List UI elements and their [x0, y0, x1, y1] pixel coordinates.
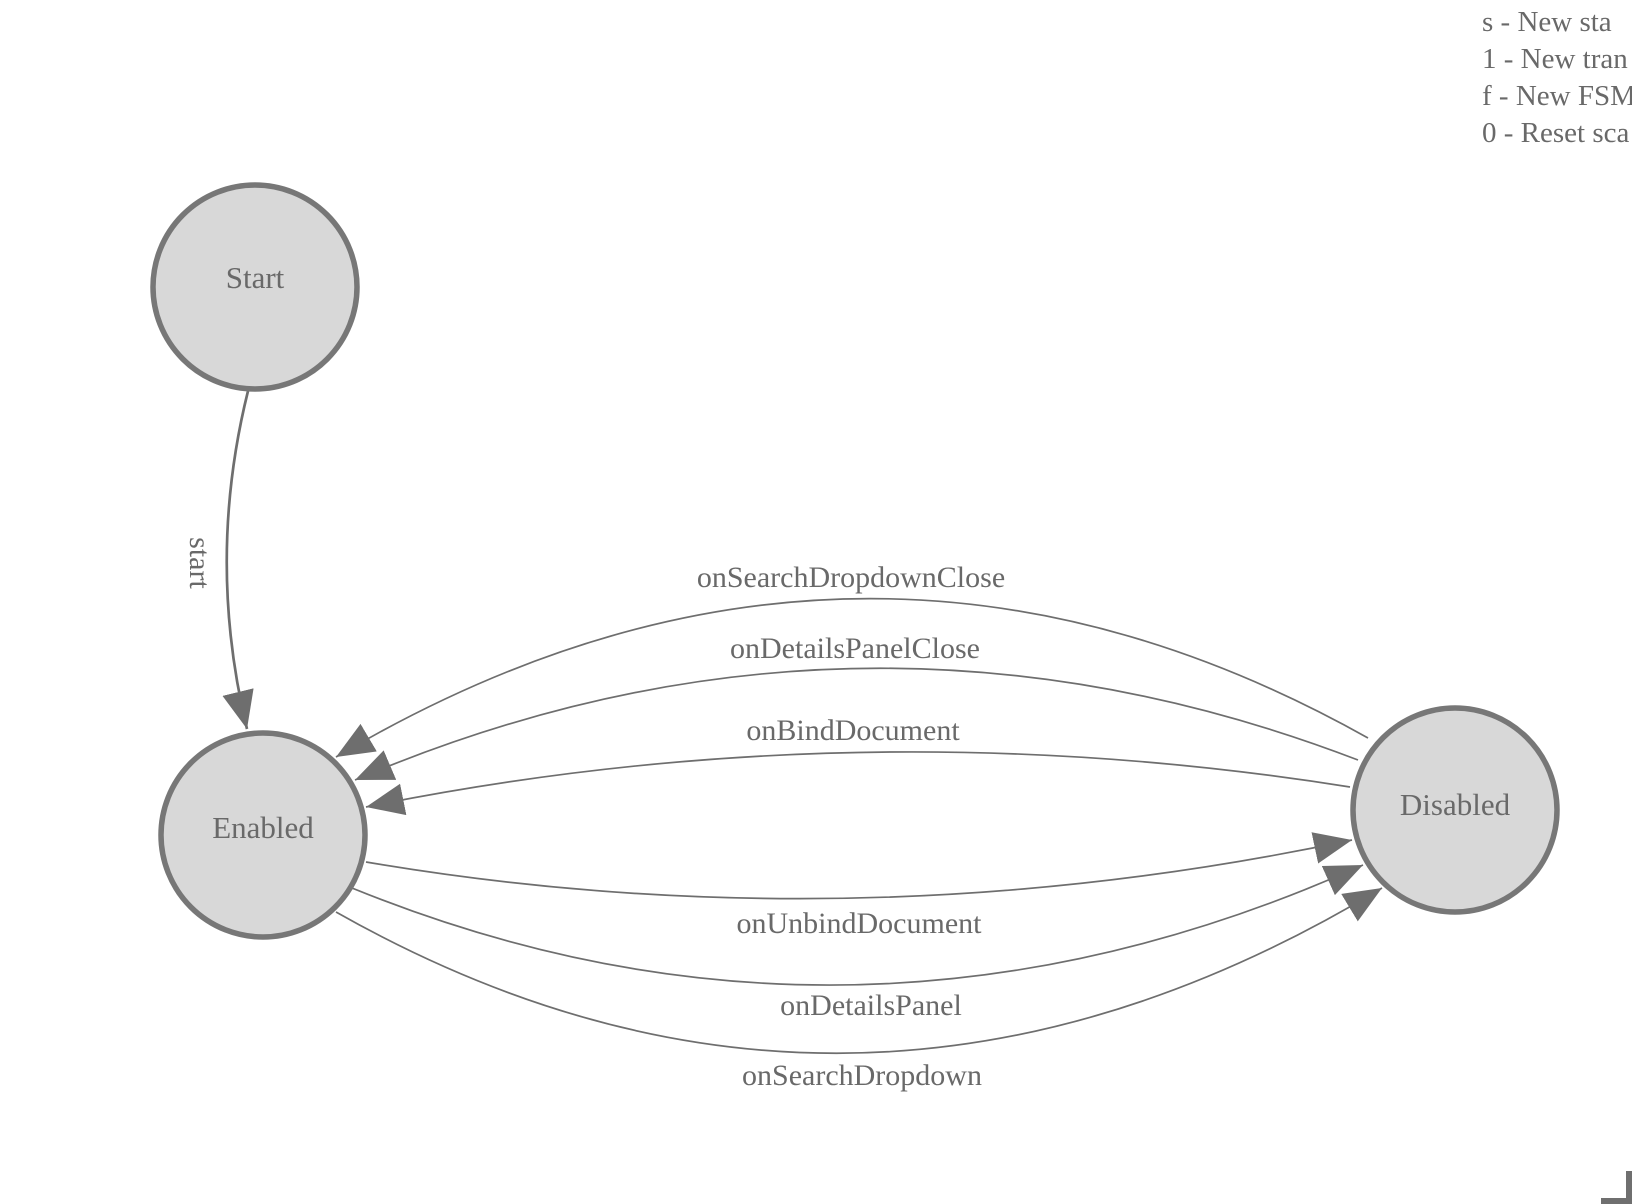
transition-ondetailspanel[interactable] [351, 864, 1364, 986]
state-circle-disabled[interactable] [1350, 705, 1560, 915]
transition-label-start: start [183, 537, 216, 589]
corner-mark-horizontal [1601, 1198, 1632, 1204]
transition-label-onsearchdropdownclose: onSearchDropdownClose [697, 561, 1005, 594]
state-start: Start [150, 182, 360, 392]
transition-label-onbinddocument: onBindDocument [746, 714, 960, 747]
state-circle-enabled[interactable] [158, 730, 368, 940]
legend-line: 1 - New tran [1482, 43, 1628, 75]
transition-start[interactable] [222, 390, 254, 730]
state-disabled: Disabled [1350, 705, 1560, 915]
state-enabled: Enabled [158, 730, 368, 940]
legend-line: 0 - Reset sca [1482, 117, 1630, 149]
transition-onsearchdropdown[interactable] [335, 887, 1383, 1055]
state-label-disabled: Disabled [1400, 787, 1511, 822]
legend-line: s - New sta [1482, 6, 1612, 38]
shortcuts-legend: s - New sta 1 - New tran f - New FSM 0 -… [1482, 4, 1632, 152]
transition-onunbinddocument[interactable] [365, 832, 1353, 900]
transition-label-onsearchdropdown: onSearchDropdown [742, 1059, 982, 1092]
legend-line: f - New FSM [1482, 80, 1632, 112]
transition-ondetailspanelclose[interactable] [354, 667, 1359, 781]
state-label-start: Start [226, 260, 285, 295]
transition-onbinddocument[interactable] [365, 751, 1351, 816]
canvas-corner-mark [1601, 1171, 1632, 1204]
transition-onsearchdropdownclose[interactable] [335, 597, 1369, 758]
state-label-enabled: Enabled [212, 810, 314, 845]
transition-label-ondetailspanel: onDetailsPanel [780, 989, 962, 1022]
state-circle-start[interactable] [150, 182, 360, 392]
transition-label-onunbinddocument: onUnbindDocument [737, 907, 983, 940]
transition-label-ondetailspanelclose: onDetailsPanelClose [730, 632, 980, 665]
corner-mark-vertical [1626, 1171, 1632, 1204]
